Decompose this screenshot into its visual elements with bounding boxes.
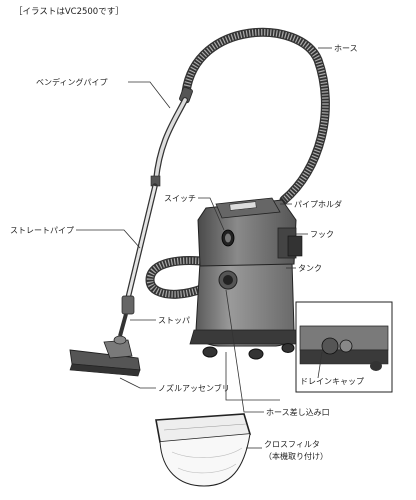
label-pipe-holder: パイプホルダ — [294, 199, 342, 209]
label-cloth-filter: クロスフィルタ — [264, 440, 320, 449]
label-tank: タンク — [298, 264, 322, 273]
nozzle-drawing — [69, 335, 141, 377]
label-nozzle-assembly: ノズルアッセンブリ — [158, 383, 230, 393]
illustration-caption: ［イラストはVC2500です］ — [14, 7, 124, 17]
drain-cap-inset — [295, 301, 393, 393]
cloth-filter-drawing — [155, 413, 252, 487]
label-hose-inlet: ホース差し込み口 — [266, 407, 330, 417]
label-hook: フック — [310, 230, 334, 239]
label-stopper: ストッパ — [158, 316, 190, 325]
label-drain-cap: ドレインキャップ — [300, 377, 364, 386]
label-switch: スイッチ — [164, 194, 196, 203]
label-cloth-filter-note: （本機取り付け） — [264, 451, 328, 461]
label-bending-pipe: ベンディングパイプ — [36, 77, 107, 87]
leader-lines — [76, 47, 332, 449]
label-hose: ホース — [334, 44, 358, 53]
label-straight-pipe: ストレートパイプ — [10, 226, 74, 235]
vacuum-body-drawing — [189, 197, 303, 360]
pipe-drawing — [118, 97, 188, 337]
